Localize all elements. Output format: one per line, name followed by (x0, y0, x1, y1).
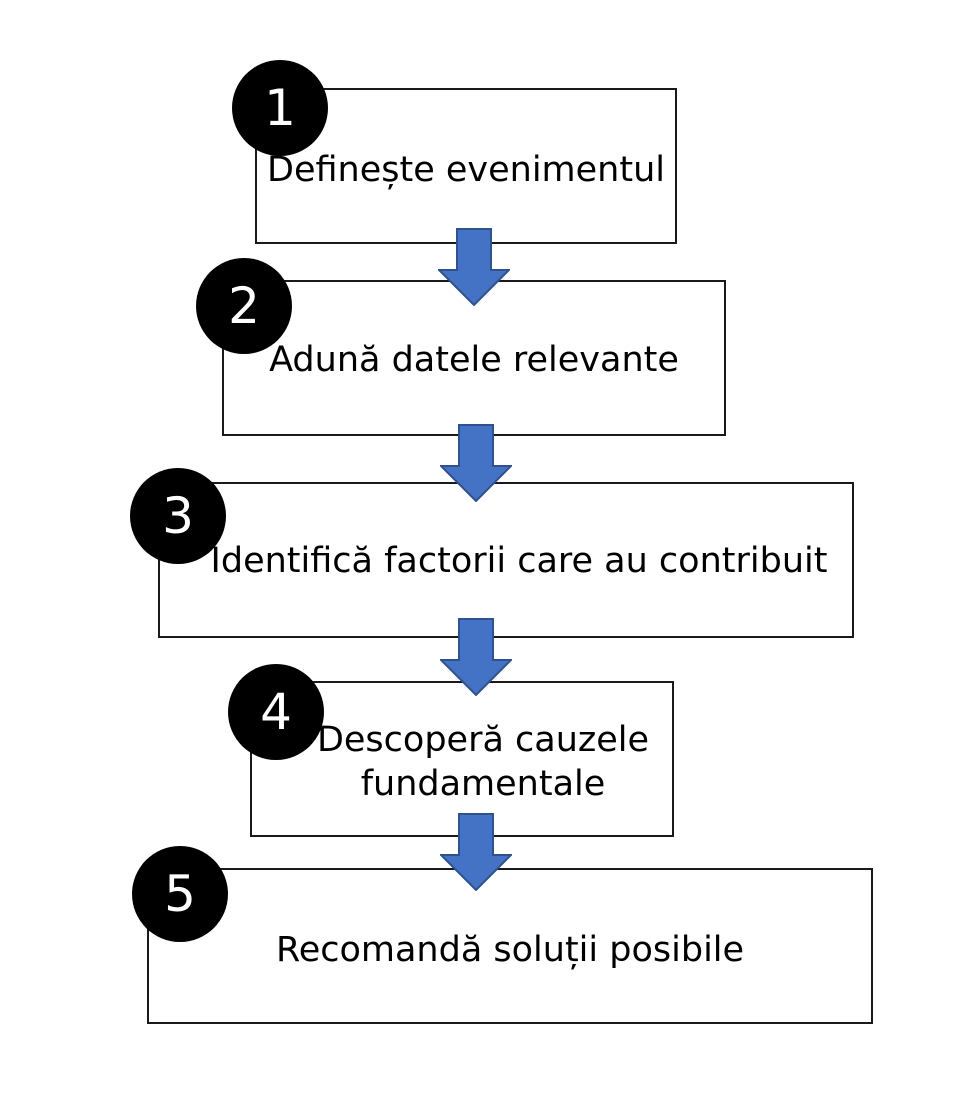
down-arrow-icon (440, 618, 512, 696)
down-arrow-icon (438, 228, 510, 306)
step-box-3: Identifică factorii care au contribuit (158, 482, 854, 638)
step-label-2: Adună datele relevante (269, 340, 679, 381)
step-label-1: Definește evenimentul (267, 150, 665, 191)
step-box-5: Recomandă soluții posibile (147, 868, 873, 1024)
step-number-badge-4: 4 (228, 664, 324, 760)
step-number-badge-2: 2 (196, 258, 292, 354)
step-box-4: Descoperă cauzele fundamentale (250, 681, 674, 837)
step-label-4: Descoperă cauzele fundamentale (316, 720, 650, 804)
step-label-3: Identifică factorii care au contribuit (210, 541, 828, 582)
down-arrow-icon (440, 424, 512, 502)
step-number-badge-5: 5 (132, 846, 228, 942)
down-arrow-icon (440, 813, 512, 891)
step-number-badge-1: 1 (232, 60, 328, 156)
step-number-badge-3: 3 (130, 468, 226, 564)
step-label-5: Recomandă soluții posibile (275, 930, 745, 971)
